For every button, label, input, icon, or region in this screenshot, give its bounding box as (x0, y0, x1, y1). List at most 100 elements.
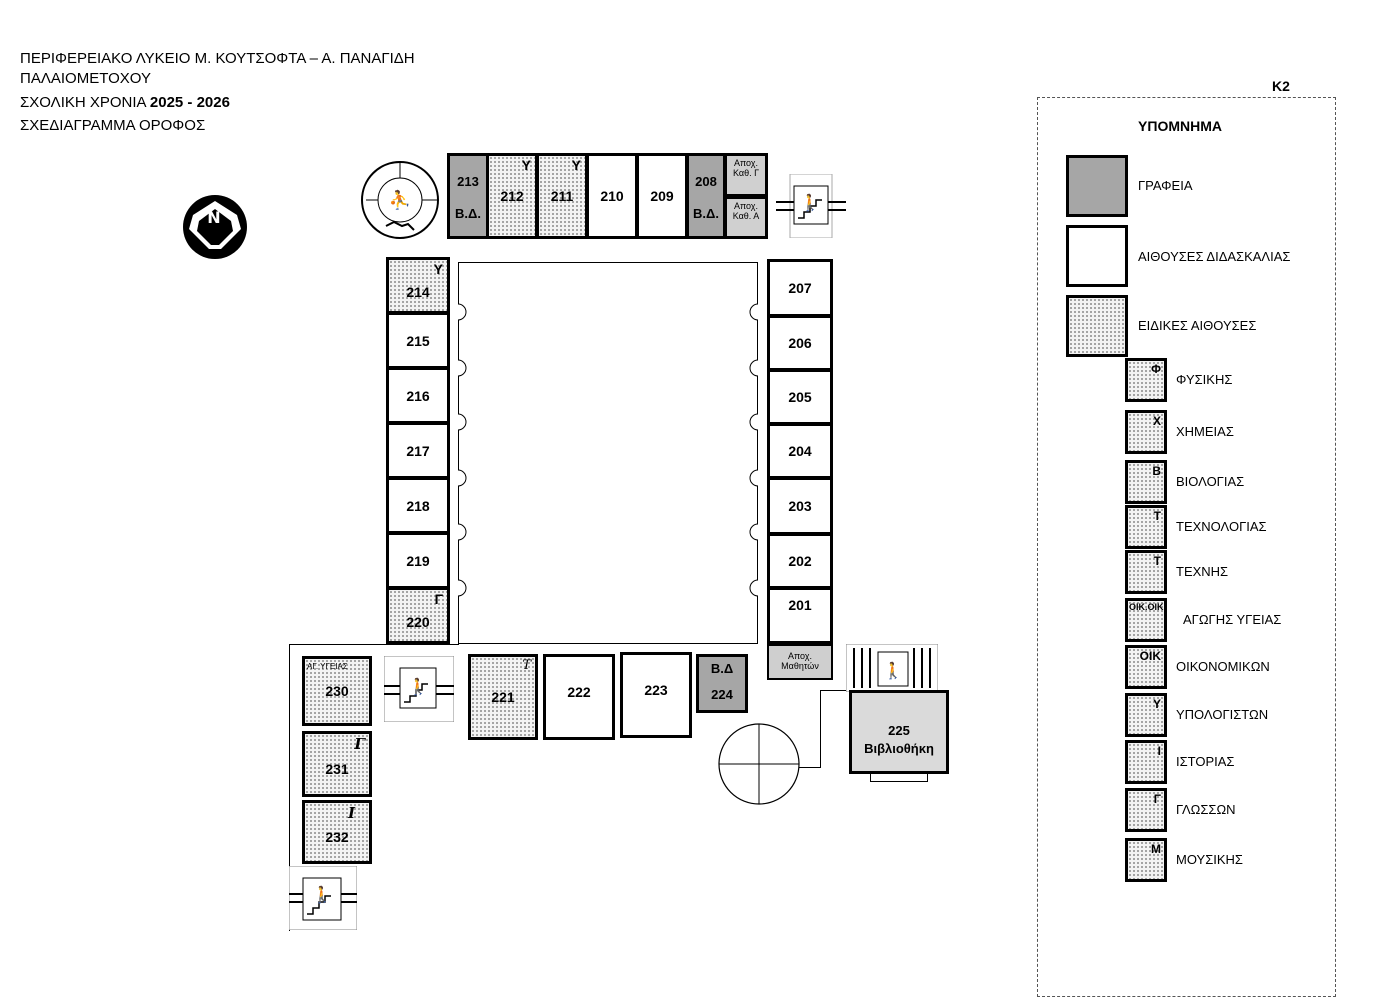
compass-icon: N (183, 195, 247, 259)
legend-code: Φ (1151, 362, 1161, 376)
room-number: 218 (406, 497, 430, 514)
room-number: 232 (325, 828, 349, 845)
wc-label: Αποχ. Καθ. Α (732, 201, 760, 221)
room-sub: Β.Δ. (693, 206, 719, 221)
legend-label-3: ΤΕΧΝΟΛΟΓΙΑΣ (1176, 519, 1267, 534)
wc-label: Αποχ. Καθ. Γ (732, 158, 760, 178)
room-213: 213 Β.Δ. (447, 153, 489, 239)
room-231: Γ 231 (302, 731, 372, 797)
legend-swatch-5: ΟΙΚ.ΟΙΚ (1125, 598, 1167, 642)
room-number: 225 (888, 723, 910, 738)
svg-text:🚶: 🚶 (312, 885, 332, 904)
legend-swatch-10: Μ (1125, 838, 1167, 882)
room-tag: Υ (433, 261, 443, 277)
legend-title: ΥΠΟΜΝΗΜΑ (1138, 118, 1222, 134)
room-number: 208 (695, 174, 717, 189)
room-209: 209 (636, 153, 688, 239)
room-number: 214 (406, 283, 430, 300)
legend-label-4: ΤΕΧΝΗΣ (1176, 564, 1229, 579)
svg-text:🚶: 🚶 (800, 193, 820, 212)
room-number: 206 (788, 335, 812, 351)
room-211: Υ 211 (536, 153, 588, 239)
legend-label-special: ΕΙΔΙΚΕΣ ΑΙΘΟΥΣΕΣ (1138, 318, 1257, 333)
room-210: 210 (586, 153, 638, 239)
room-number: 220 (406, 613, 430, 630)
room-sub: Β.Δ (710, 661, 734, 676)
legend-swatch-4: Τ (1125, 550, 1167, 594)
room-206: 206 (767, 315, 833, 371)
legend-swatch-special (1066, 295, 1128, 357)
room-number: 215 (406, 332, 430, 349)
room-219: 219 (386, 532, 450, 589)
room-number: 219 (406, 552, 430, 569)
legend-code: ΟΙΚ (1139, 649, 1161, 663)
legend-label-5: ΑΓΩΓΗΣ ΥΓΕΙΑΣ (1183, 612, 1282, 627)
legend-label-2: ΒΙΟΛΟΓΙΑΣ (1176, 474, 1245, 489)
room-number: 209 (650, 188, 674, 204)
room-number: 224 (711, 687, 733, 702)
columns-marks (457, 303, 759, 597)
room-number: 216 (406, 387, 430, 404)
staircase-bottom-left: 🚶 (288, 865, 358, 931)
room-number: 221 (491, 689, 515, 705)
legend-swatch-class (1066, 225, 1128, 287)
room-number: 210 (600, 188, 624, 204)
school-year: ΣΧΟΛΙΚΗ ΧΡΟΝΙΑ 2025 - 2026 (20, 94, 230, 111)
legend-code: Τ (1153, 509, 1161, 523)
stairs-icon: 🚶 (288, 865, 358, 931)
wc-teachers-g: Αποχ. Καθ. Γ (724, 153, 768, 197)
courtyard (458, 262, 758, 644)
legend-code: Τ (1153, 554, 1161, 568)
compass-letter: N (207, 208, 220, 227)
legend-code: Γ (1153, 792, 1161, 806)
legend-label-6: ΟΙΚΟΝΟΜΙΚΩΝ (1176, 659, 1270, 674)
staircase-middle: 🚶 (383, 655, 455, 723)
room-220: Γ 220 (386, 587, 450, 644)
room-number: 201 (788, 597, 812, 614)
legend-swatch-8: Ι (1125, 740, 1167, 784)
stair-person-icon: ⛹ (389, 189, 411, 210)
legend-swatch-7: Υ (1125, 693, 1167, 737)
room-sub: Β.Δ. (455, 206, 481, 221)
school-location: ΠΑΛΑΙΟΜΕΤΟΧΟΥ (20, 70, 151, 87)
room-number: 223 (644, 682, 668, 699)
svg-text:🚶: 🚶 (408, 677, 428, 696)
room-number: 204 (788, 443, 812, 459)
staircase-library: 🚶 (845, 643, 939, 693)
room-208: 208 Β.Δ. (686, 153, 726, 239)
room-tag: Υ (521, 157, 531, 173)
round-hall-icon (718, 723, 800, 805)
stairs-icon: 🚶 (776, 173, 846, 239)
legend-label-7: ΥΠΟΛΟΓΙΣΤΩΝ (1176, 707, 1269, 722)
room-207: 207 (767, 259, 833, 317)
room-number: 230 (325, 683, 349, 699)
room-tag: Ι (347, 804, 355, 822)
legend-code: Υ (1152, 697, 1161, 711)
corridor-outline (289, 644, 459, 931)
svg-text:🚶: 🚶 (883, 661, 903, 680)
legend-swatch-6: ΟΙΚ (1125, 645, 1167, 689)
room-230: ΑΓ. ΥΓΕΙΑΣ 230 (302, 656, 372, 726)
stairs-icon: 🚶 (845, 643, 939, 693)
staircase-top-right: 🚶 (776, 173, 846, 239)
room-tag: ΑΓ. ΥΓΕΙΑΣ (307, 662, 348, 671)
room-218: 218 (386, 477, 450, 534)
room-number: 213 (457, 174, 479, 189)
room-201: 201 (767, 587, 833, 644)
spiral-stair-icon: ⛹ (361, 161, 439, 239)
room-number: 203 (788, 498, 812, 514)
stairs-icon: 🚶 (383, 655, 455, 723)
school-year-label: ΣΧΟΛΙΚΗ ΧΡΟΝΙΑ (20, 94, 150, 111)
legend-swatch-3: Τ (1125, 505, 1167, 549)
room-202: 202 (767, 533, 833, 589)
room-number: 207 (788, 280, 812, 296)
legend-swatch-2: Β (1125, 460, 1167, 504)
room-number: 211 (550, 188, 574, 204)
room-number: 212 (500, 188, 524, 204)
wc-label: Αποχ. Μαθητών (781, 651, 819, 671)
room-217: 217 (386, 422, 450, 479)
room-name: Βιβλιοθήκη (864, 741, 934, 756)
room-223: 223 (620, 652, 692, 738)
legend-swatch-office (1066, 155, 1128, 217)
legend-code: Μ (1151, 842, 1161, 856)
